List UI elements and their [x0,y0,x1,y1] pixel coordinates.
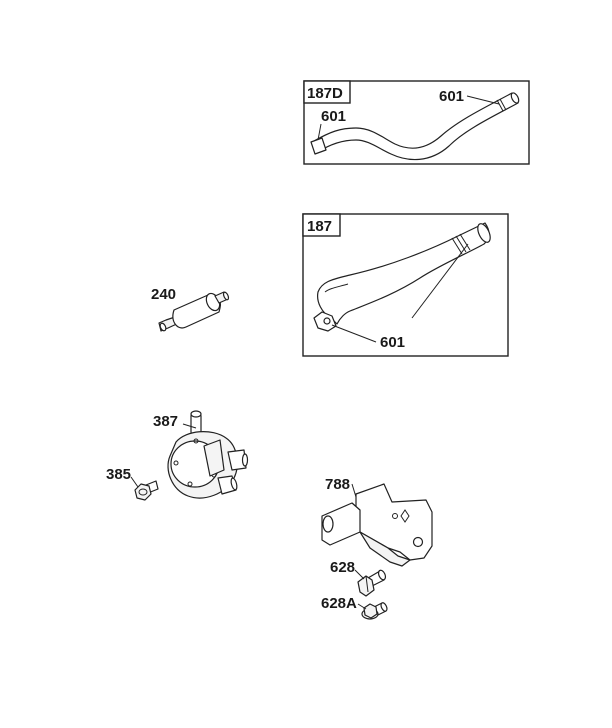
fuel-filter-240[interactable] [158,291,230,332]
leader-385 [130,476,139,488]
bracket-788[interactable] [321,483,433,567]
screw-385[interactable] [134,480,159,501]
callout-601-b: 601 [321,108,346,125]
fuel-pump-387[interactable] [167,410,249,499]
callout-240: 240 [151,286,176,303]
callout-628a: 628A [321,595,357,612]
leader-601-a [466,95,500,105]
fuel-line-short[interactable] [310,92,520,161]
assembly-187d: 187D 601 601 [303,80,530,165]
callout-385: 385 [106,466,131,483]
bolt-628[interactable] [357,569,387,597]
callout-788: 788 [325,476,350,493]
leader-628 [354,569,365,580]
callout-601-box187: 601 [380,334,405,351]
assembly-187d-tag [303,80,351,104]
assembly-187-tag [302,213,341,237]
leader-387 [182,423,197,429]
callout-387: 387 [153,413,178,430]
bolt-628a[interactable] [361,602,388,620]
assembly-187: 187 601 [302,213,509,357]
leader-601-box187-b [411,243,469,319]
leader-628a [357,603,367,610]
callout-601-a: 601 [439,88,464,105]
assembly-187d-label: 187D [307,85,343,102]
leader-788 [351,483,357,498]
leader-601-box187-a [331,324,377,343]
callout-628: 628 [330,559,355,576]
leader-601-b [317,123,322,141]
assembly-187-label: 187 [307,218,332,235]
